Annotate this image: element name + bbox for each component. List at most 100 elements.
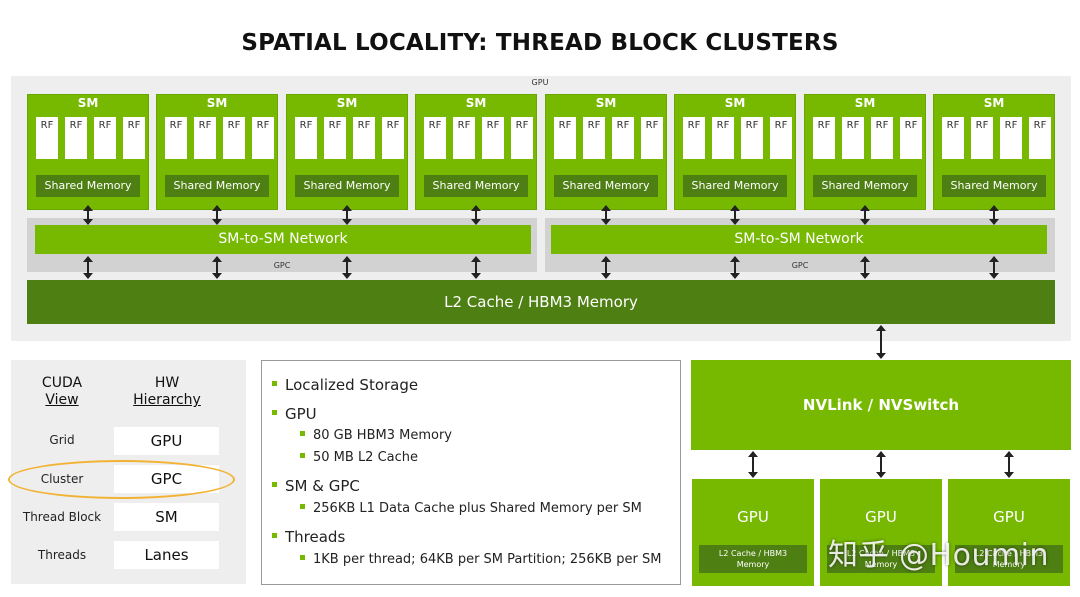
sm-title: SM [595, 96, 617, 110]
register-file: RF [741, 117, 763, 159]
cuda-level-thread-block: Thread Block [22, 510, 102, 524]
cluster-highlight-oval [8, 460, 235, 499]
register-file: RF [453, 117, 475, 159]
arrow-sm-to-network [860, 205, 870, 225]
arrow-nvlink-gpu-3 [1004, 451, 1014, 478]
shared-memory: Shared Memory [942, 175, 1046, 197]
cuda-level-threads: Threads [37, 548, 87, 562]
arrow-network-to-l2 [83, 256, 93, 279]
cuda-view-header: CUDA View [41, 375, 83, 408]
register-file: RF [424, 117, 446, 159]
gpu-node-label: GPU [737, 508, 769, 526]
register-file: RF [36, 117, 58, 159]
register-file: RF [511, 117, 533, 159]
sm-title: SM [336, 96, 358, 110]
register-file: RF [641, 117, 663, 159]
sub-bullet-l2-cache: 50 MB L2 Cache [300, 450, 418, 465]
shared-memory: Shared Memory [683, 175, 787, 197]
gpu-frame-label: GPU [531, 78, 549, 87]
sm-title: SM [206, 96, 228, 110]
register-file: RF [712, 117, 734, 159]
arrow-sm-to-network [601, 205, 611, 225]
gpc-label-left: GPC [273, 261, 291, 270]
register-file: RF [583, 117, 605, 159]
register-file: RF [1029, 117, 1051, 159]
sm-title: SM [77, 96, 99, 110]
register-file: RF [165, 117, 187, 159]
register-file: RF [123, 117, 145, 159]
hw-level-gpu: GPU [114, 427, 219, 455]
arrow-nvlink-gpu-2 [876, 451, 886, 478]
arrow-nvlink-gpu-1 [748, 451, 758, 478]
register-file: RF [324, 117, 346, 159]
arrow-network-to-l2 [989, 256, 999, 279]
register-file: RF [871, 117, 893, 159]
register-file: RF [900, 117, 922, 159]
shared-memory: Shared Memory [165, 175, 269, 197]
arrow-sm-to-network [212, 205, 222, 225]
hw-hierarchy-header: HW Hierarchy [133, 375, 201, 408]
register-file: RF [813, 117, 835, 159]
arrow-network-to-l2 [212, 256, 222, 279]
register-file: RF [65, 117, 87, 159]
register-file: RF [194, 117, 216, 159]
sm-title: SM [465, 96, 487, 110]
watermark: 知乎 @Houmin [828, 538, 1050, 573]
bullet-threads: Threads [272, 528, 345, 546]
arrow-sm-to-network [471, 205, 481, 225]
register-file: RF [94, 117, 116, 159]
l2-cache-hbm3-memory: L2 Cache / HBM3 Memory [27, 280, 1055, 324]
arrow-sm-to-network [730, 205, 740, 225]
register-file: RF [554, 117, 576, 159]
register-file: RF [252, 117, 274, 159]
nvlink-nvswitch: NVLink / NVSwitch [691, 360, 1071, 450]
bullet-localized-storage: Localized Storage [272, 376, 418, 394]
sub-bullet-l1-cache: 256KB L1 Data Cache plus Shared Memory p… [300, 501, 642, 516]
register-file: RF [295, 117, 317, 159]
register-file: RF [382, 117, 404, 159]
arrow-network-to-l2 [730, 256, 740, 279]
cuda-level-grid: Grid [49, 433, 75, 447]
gpc-label-right: GPC [791, 261, 809, 270]
register-file: RF [683, 117, 705, 159]
hw-level-sm: SM [114, 503, 219, 531]
diagram-title: SPATIAL LOCALITY: THREAD BLOCK CLUSTERS [241, 30, 839, 56]
register-file: RF [1000, 117, 1022, 159]
register-file: RF [942, 117, 964, 159]
shared-memory: Shared Memory [554, 175, 658, 197]
register-file: RF [223, 117, 245, 159]
sm-title: SM [854, 96, 876, 110]
sm-to-sm-network-right: SM-to-SM Network [551, 225, 1047, 254]
bullet-sm-gpc: SM & GPC [272, 477, 360, 495]
arrow-network-to-l2 [601, 256, 611, 279]
register-file: RF [770, 117, 792, 159]
bullet-gpu: GPU [272, 405, 317, 423]
shared-memory: Shared Memory [36, 175, 140, 197]
arrow-sm-to-network [83, 205, 93, 225]
gpu-node-label: GPU [993, 508, 1025, 526]
arrow-sm-to-network [989, 205, 999, 225]
sub-bullet-hbm3: 80 GB HBM3 Memory [300, 428, 452, 443]
arrow-sm-to-network [342, 205, 352, 225]
arrow-network-to-l2 [342, 256, 352, 279]
shared-memory: Shared Memory [813, 175, 917, 197]
shared-memory: Shared Memory [424, 175, 528, 197]
locality-info-box [261, 360, 681, 585]
hw-level-lanes: Lanes [114, 541, 219, 569]
register-file: RF [612, 117, 634, 159]
sub-bullet-per-thread: 1KB per thread; 64KB per SM Partition; 2… [300, 552, 661, 567]
sm-title: SM [983, 96, 1005, 110]
sm-to-sm-network-left: SM-to-SM Network [35, 225, 531, 254]
